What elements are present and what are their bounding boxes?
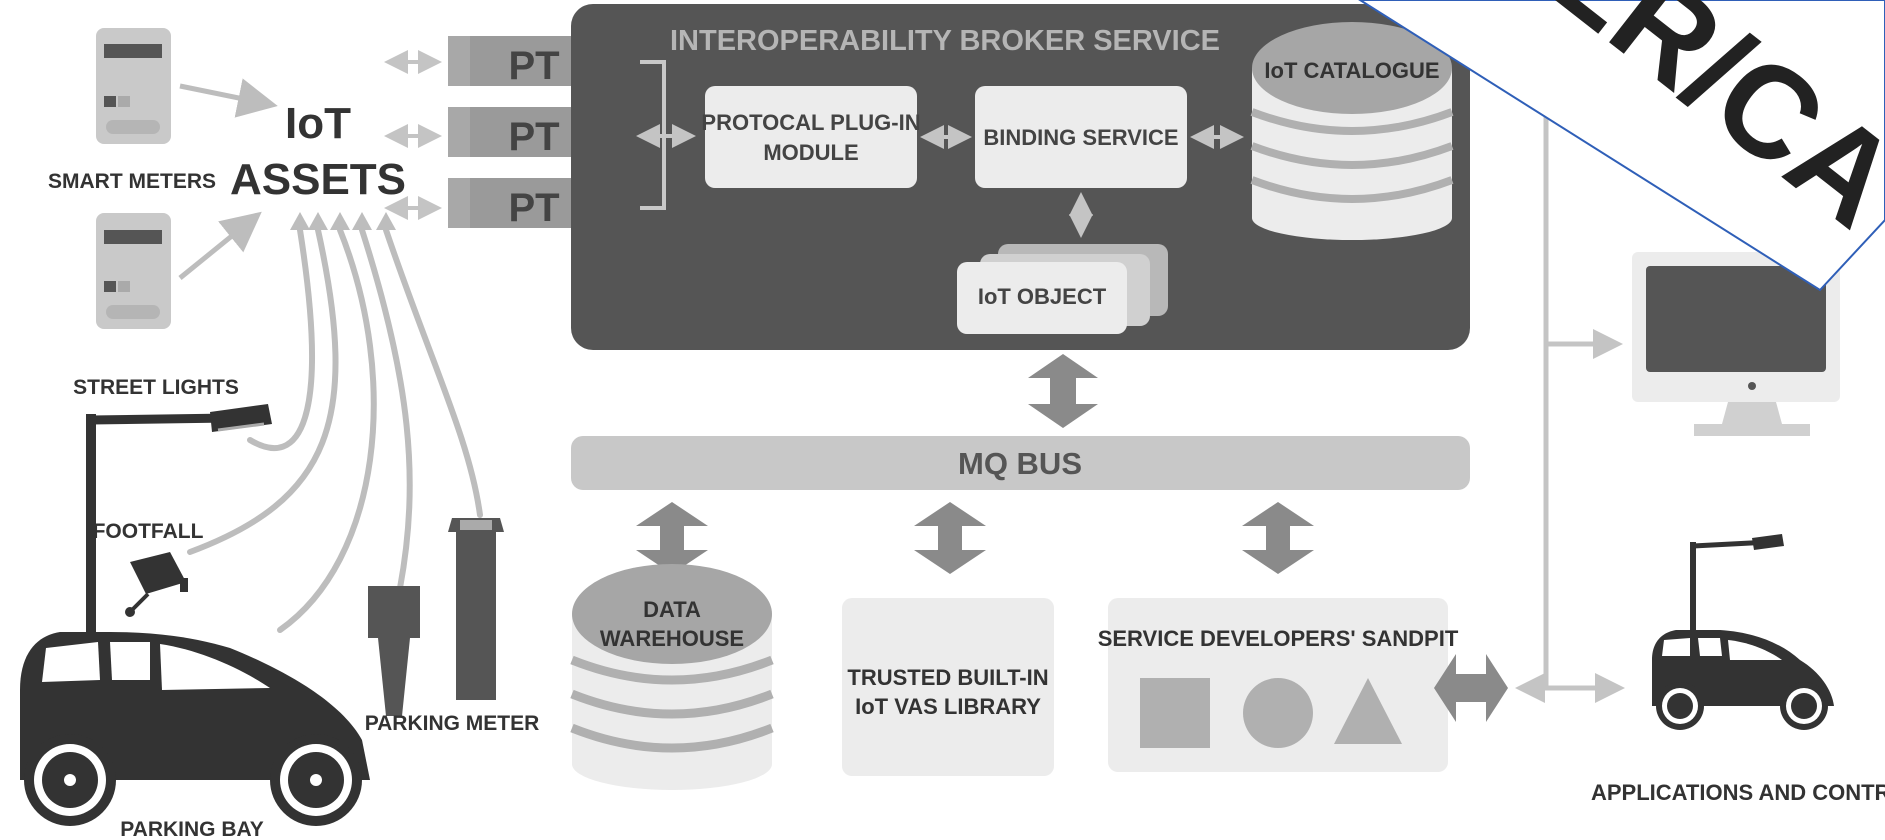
street-light-icon	[86, 404, 272, 684]
iot-assets-title-line1: IoT	[285, 99, 351, 148]
mq-bus-label: MQ BUS	[958, 446, 1082, 481]
protocol-plugin-label-line1: PROTOCAL PLUG-IN	[701, 110, 920, 135]
meter-to-assets-arrows	[178, 78, 278, 280]
sensor-arrowheads	[290, 212, 396, 230]
data-warehouse-label-line1: DATA	[643, 597, 701, 622]
binding-service-label: BINDING SERVICE	[983, 125, 1178, 150]
pt-to-protocol-brackets	[636, 60, 696, 210]
vas-library-label-line2: IoT VAS LIBRARY	[855, 694, 1041, 719]
parking-bay-car-icon	[20, 632, 370, 826]
monitor-icon	[1632, 252, 1840, 436]
protocol-plugin-module-box	[705, 86, 917, 188]
parking-meter-short-icon	[368, 586, 420, 716]
sandpit-label: SERVICE DEVELOPERS' SANDPIT	[1098, 626, 1459, 651]
data-warehouse-database-icon	[570, 564, 774, 790]
broker-service-title: INTEROPERABILITY BROKER SERVICE	[670, 25, 1220, 57]
protocol-plugin-label-line2: MODULE	[763, 140, 858, 165]
iot-catalogue-label: IoT CATALOGUE	[1264, 58, 1439, 83]
sandpit-triangle-shape	[1334, 678, 1402, 744]
applications-control-label: APPLICATIONS AND CONTROL	[1591, 780, 1885, 805]
pt-connector-1: PT	[448, 36, 620, 88]
iot-object-stack	[957, 244, 1168, 334]
pt-label-1: PT	[508, 44, 559, 88]
parking-meter-tall-icon	[448, 518, 504, 700]
vas-library-box	[842, 598, 1054, 776]
applications-car-icon	[1652, 534, 1834, 730]
data-warehouse-label-line2: WAREHOUSE	[600, 626, 744, 651]
street-lights-label: STREET LIGHTS	[73, 376, 239, 399]
parking-bay-label: PARKING BAY	[120, 818, 264, 840]
sandpit-square-shape	[1140, 678, 1210, 748]
smart-meter-bottom-icon	[96, 213, 171, 329]
footfall-camera-icon	[125, 552, 188, 617]
pt-label-2: PT	[508, 115, 559, 159]
smart-meters-label: SMART METERS	[48, 170, 216, 193]
iot-catalogue-database-icon	[1250, 22, 1454, 240]
mq-to-lower-arrows	[636, 502, 1314, 574]
iot-assets-title-line2: ASSETS	[230, 155, 406, 204]
vas-library-label-line1: TRUSTED BUILT-IN	[847, 665, 1048, 690]
mq-bus-bar	[571, 436, 1470, 490]
pt-label-3: PT	[508, 186, 559, 230]
sensor-to-assets-curves	[187, 227, 483, 633]
broker-mq-double-arrow	[1028, 354, 1098, 428]
footfall-label: FOOTFALL	[93, 520, 204, 543]
iot-object-label: IoT OBJECT	[978, 284, 1107, 309]
smart-meter-top-icon	[96, 28, 171, 144]
sandpit-circle-shape	[1243, 678, 1313, 748]
assets-to-pt-arrows	[384, 50, 442, 220]
binding-service-box	[975, 86, 1187, 188]
sandpit-apps-double-arrow	[1434, 654, 1508, 722]
parking-meter-label: PARKING METER	[365, 712, 540, 735]
